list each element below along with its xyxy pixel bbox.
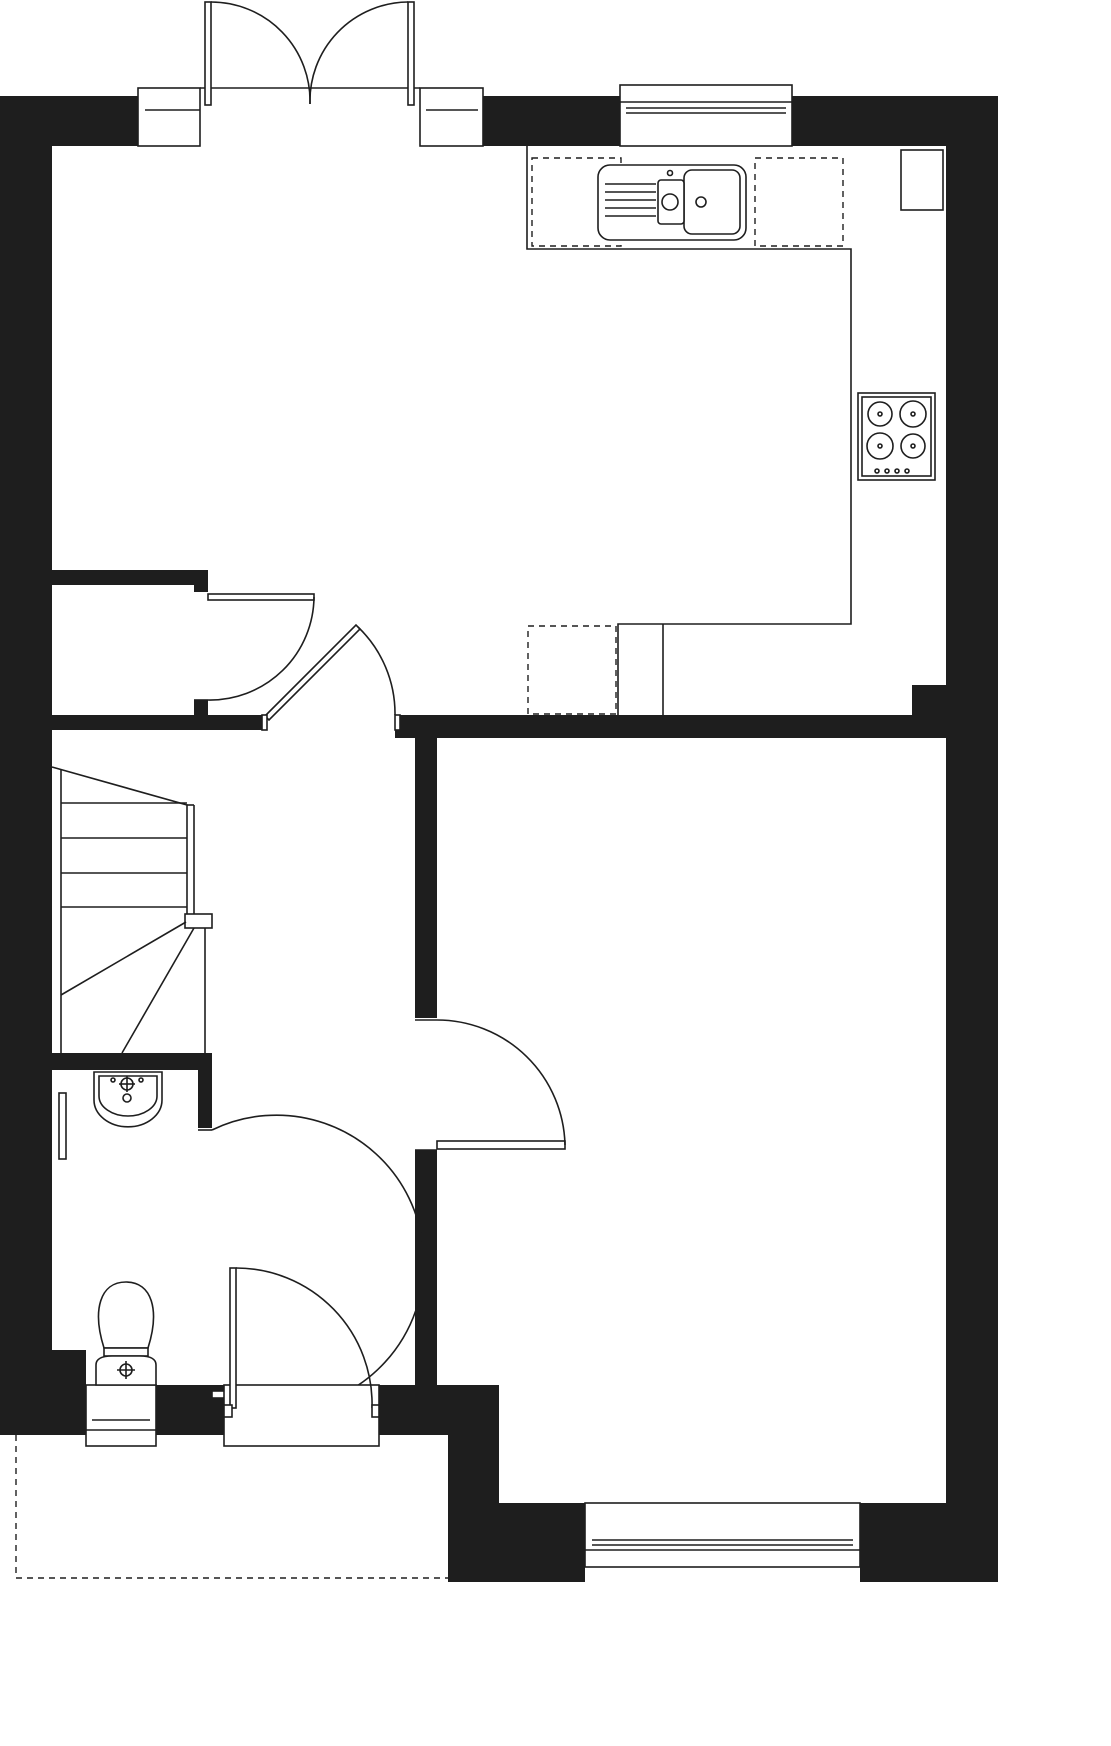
walls <box>0 96 998 1582</box>
sink-icon <box>597 164 747 241</box>
door-icon[interactable] <box>415 1019 566 1151</box>
staircase-icon <box>51 766 213 1054</box>
window-icon <box>619 84 793 147</box>
door-icon[interactable] <box>261 623 401 731</box>
basin-icon <box>58 1071 163 1160</box>
door-icon[interactable] <box>223 1267 380 1447</box>
door-icon[interactable] <box>194 593 315 701</box>
kitchen-counter <box>526 146 944 715</box>
door-icon[interactable] <box>137 1 484 147</box>
toilet-icon <box>95 1281 157 1386</box>
patio-outline <box>15 1435 448 1579</box>
window-icon <box>85 1384 157 1447</box>
hob-icon <box>857 392 936 481</box>
window-icon <box>584 1502 861 1568</box>
